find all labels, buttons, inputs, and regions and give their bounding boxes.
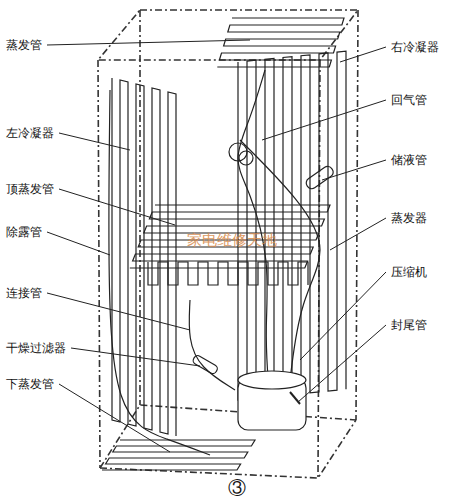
- part-name: 储液管: [390, 153, 428, 167]
- part-name: 下蒸发管: [5, 377, 55, 391]
- compressor-top: [238, 371, 306, 389]
- leader-line: [71, 348, 200, 366]
- bottom-evaporator: [102, 440, 255, 470]
- caption: ③: [228, 478, 246, 498]
- leader-line: [47, 293, 190, 330]
- pipe-coil: [229, 143, 247, 161]
- part-name: 顶蒸发管: [5, 182, 55, 196]
- leader-line: [322, 160, 386, 180]
- leader-line: [300, 272, 386, 360]
- leader-line: [59, 384, 170, 452]
- evaporator-fins: [148, 262, 308, 285]
- part-name: 除露管: [5, 225, 43, 239]
- return-pipe: [238, 70, 268, 378]
- leader-line: [262, 100, 386, 140]
- dew-pipe: [109, 90, 210, 455]
- cabinet-edge: [356, 10, 358, 420]
- connecting-pipe: [189, 300, 235, 390]
- leader-line: [59, 133, 130, 150]
- leader-line: [340, 47, 386, 62]
- leader-line: [298, 325, 386, 402]
- cabinet-edge: [139, 10, 141, 405]
- left-condenser: [112, 78, 176, 436]
- top-evaporator: [130, 205, 330, 268]
- pipe-coil: [239, 151, 253, 165]
- part-name: 蒸发器: [390, 211, 428, 225]
- watermark: 家电维修天地: [186, 233, 278, 247]
- leader-line: [47, 40, 250, 45]
- part-name: 压缩机: [390, 265, 428, 279]
- cabinet-edge: [98, 60, 100, 468]
- part-name: 蒸发管: [5, 38, 43, 52]
- part-name: 回气管: [390, 93, 428, 107]
- evaporator-pipe: [217, 18, 344, 67]
- leader-line: [47, 232, 110, 255]
- leader-line: [59, 189, 175, 225]
- part-name: 左冷凝器: [5, 126, 55, 140]
- part-name: 封尾管: [390, 318, 428, 332]
- dryer-filter: [192, 354, 219, 375]
- cabinet-bottom: [100, 420, 356, 478]
- part-name: 右冷凝器: [390, 40, 440, 54]
- part-name: 连接管: [5, 286, 43, 300]
- leader-line: [330, 218, 386, 250]
- part-name: 干燥过滤器: [5, 341, 67, 355]
- capillary-pipe: [240, 140, 320, 380]
